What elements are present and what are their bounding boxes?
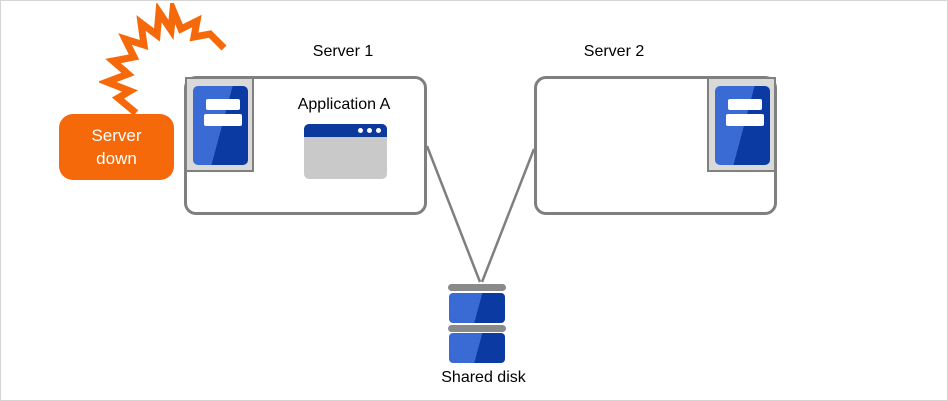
connector-server1-disk [425, 145, 482, 283]
titlebar-dot [376, 128, 381, 133]
server1-server-tower-icon [185, 77, 254, 172]
server-down-line1: Server [91, 126, 142, 145]
disk-platter-bar [448, 325, 506, 332]
server2-server-tower-icon [707, 77, 776, 172]
disk-body-segment [449, 293, 505, 323]
server-down-badge: Server down [59, 114, 174, 180]
server-tower-slot [206, 99, 240, 110]
server-tower-body [193, 86, 248, 165]
application-window-titlebar [304, 124, 387, 137]
server-tower-slot [204, 114, 242, 126]
lightning-zigzag [99, 3, 227, 116]
shared-disk-label: Shared disk [441, 369, 526, 386]
server-tower-body [715, 86, 770, 165]
titlebar-dot [358, 128, 363, 133]
connector-server2-disk [480, 148, 536, 283]
server-down-line2: down [96, 149, 137, 168]
titlebar-dot [367, 128, 372, 133]
disk-platter-bar [448, 284, 506, 291]
disk-body-segment [449, 333, 505, 363]
server-tower-slot [728, 99, 762, 110]
storage-disk-icon [448, 284, 506, 364]
crash-lightning-icon [99, 3, 227, 116]
server1-label: Server 1 [312, 43, 374, 60]
server2-label: Server 2 [583, 43, 645, 60]
application-window-icon [304, 124, 387, 179]
application-a-label: Application A [297, 96, 391, 113]
server-tower-slot [726, 114, 764, 126]
